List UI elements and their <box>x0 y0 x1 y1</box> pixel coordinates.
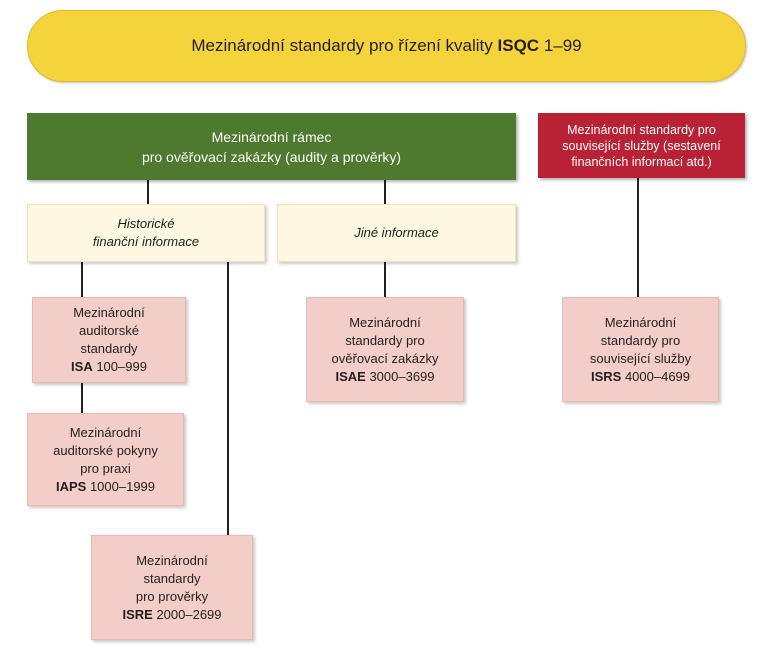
other-info-box: Jiné informace <box>277 204 516 262</box>
isrs-code: ISRS <box>590 368 622 384</box>
isa-line-1: Mezinárodní <box>73 305 145 320</box>
assurance-framework-box: Mezinárodní rámec pro ověřovací zakázky … <box>27 113 516 180</box>
isae-box: Mezinárodní standardy pro ověřovací zaká… <box>306 297 464 402</box>
isre-range: 2000–2699 <box>156 606 222 622</box>
isa-range: 100–999 <box>96 359 147 374</box>
isae-line-3: ověřovací zakázky <box>331 350 439 366</box>
iaps-line-1: Mezinárodní <box>69 424 142 440</box>
historical-financial-info-box: Historické finanční informace <box>27 204 265 262</box>
quality-title-text: Mezinárodní standardy pro řízení kvality <box>191 36 493 55</box>
isrs-line-3: související služby <box>589 350 692 366</box>
framework-line-2: pro ověřovací zakázky (audity a prověrky… <box>141 148 402 165</box>
related-services-box: Mezinárodní standardy pro související sl… <box>538 113 745 178</box>
isrs-line-1: Mezinárodní <box>604 314 677 330</box>
isae-range: 3000–3699 <box>369 368 435 384</box>
related-line-3: finančních informací atd.) <box>571 154 712 169</box>
related-line-2: související služby (sestavení <box>562 138 721 153</box>
isre-line-2: standardy <box>143 570 201 586</box>
isrs-range: 4000–4699 <box>624 368 691 384</box>
quality-title-range: 1–99 <box>543 36 582 55</box>
quality-standards-box: Mezinárodní standardy pro řízení kvality… <box>27 10 746 82</box>
isre-line-1: Mezinárodní <box>136 552 208 568</box>
isrs-box: Mezinárodní standardy pro související sl… <box>562 297 719 402</box>
isa-code-line: ISA 100–999 <box>71 358 147 376</box>
isre-code: ISRE <box>122 606 153 622</box>
isae-code: ISAE <box>335 368 366 384</box>
iaps-code-line: IAPS 1000–1999 <box>56 478 155 496</box>
isae-line-2: standardy pro <box>345 332 425 348</box>
framework-line-1: Mezinárodní rámec <box>211 128 332 145</box>
iaps-range: 1000–1999 <box>89 478 156 494</box>
iaps-code: IAPS <box>55 478 87 494</box>
isae-line-1: Mezinárodní <box>349 314 421 330</box>
quality-title-code: ISQC <box>497 36 540 55</box>
historical-line-1: Historické <box>117 216 175 231</box>
iaps-box: Mezinárodní auditorské pokyny pro praxi … <box>27 413 184 506</box>
isre-line-3: pro prověrky <box>135 588 209 604</box>
isre-code-line: ISRE 2000–2699 <box>122 606 221 624</box>
iaps-line-2: auditorské pokyny <box>53 442 158 458</box>
related-line-1: Mezinárodní standardy pro <box>567 122 716 137</box>
isre-box: Mezinárodní standardy pro prověrky ISRE … <box>91 535 253 640</box>
isrs-line-2: standardy pro <box>600 332 681 348</box>
isa-code: ISA <box>71 359 93 374</box>
isa-line-3: standardy <box>80 341 138 356</box>
quality-standards-title: Mezinárodní standardy pro řízení kvality… <box>191 36 581 56</box>
iaps-line-3: pro praxi <box>80 460 131 476</box>
isae-code-line: ISAE 3000–3699 <box>335 368 434 386</box>
isa-box: Mezinárodní auditorské standardy ISA 100… <box>32 297 186 383</box>
isa-line-2: auditorské <box>79 323 139 338</box>
historical-line-2: finanční informace <box>92 234 200 249</box>
other-info-label: Jiné informace <box>354 225 439 240</box>
isrs-code-line: ISRS 4000–4699 <box>591 368 690 386</box>
